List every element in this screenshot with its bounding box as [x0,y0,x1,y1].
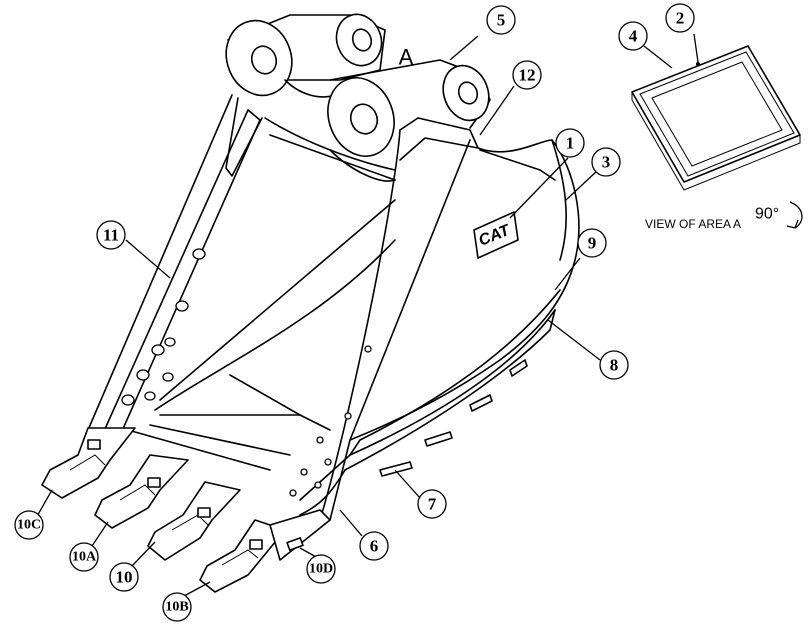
side-cutter-10d [269,509,331,561]
view-angle-label: 90° [755,206,779,223]
svg-text:10: 10 [116,568,133,587]
callout-8: 8 [599,350,629,380]
svg-text:10A: 10A [72,550,97,565]
svg-text:8: 8 [610,356,619,375]
svg-text:6: 6 [370,537,379,556]
callout-6: 6 [359,531,389,561]
tooth-10 [147,481,241,561]
callout-4: 4 [618,21,648,51]
callout-10a: 10A [69,542,99,572]
callout-10: 10 [109,562,139,592]
svg-text:4: 4 [629,27,638,46]
svg-text:7: 7 [428,495,437,514]
bucket-drawing: CAT [41,13,580,593]
callout-10c: 10C [14,510,44,540]
right-side-plate [319,129,401,521]
bucket-floor [127,429,271,471]
svg-text:10C: 10C [17,518,41,533]
callouts: 1 2 3 4 5 6 7 8 [14,3,695,622]
bucket-shell [349,139,580,441]
tooth-10a [94,454,189,529]
callout-10d: 10D [306,554,336,584]
leader-lines [35,33,699,597]
side-wear-strip [349,289,561,456]
inset-dot [696,62,700,66]
callout-11: 11 [96,220,126,250]
svg-text:9: 9 [588,234,597,253]
left-side-plate [87,94,249,441]
svg-text:3: 3 [602,153,611,172]
callout-5: 5 [486,5,516,35]
bucket-teeth [41,427,331,593]
rotate-arrow-icon [789,201,803,229]
svg-text:12: 12 [519,66,536,85]
callout-3: 3 [591,147,621,177]
svg-text:5: 5 [497,11,506,30]
svg-text:1: 1 [566,134,575,153]
pin-bosses [225,13,491,182]
callout-12: 12 [512,60,542,90]
svg-text:10D: 10D [309,562,333,577]
bucket-back-plate [264,117,396,171]
svg-text:2: 2 [676,9,685,28]
area-a-inset: VIEW OF AREA A 90° [631,45,803,231]
area-letter: A [399,45,414,70]
view-of-area-label: VIEW OF AREA A [645,217,741,231]
callout-7: 7 [417,489,447,519]
callout-10b: 10B [162,592,192,622]
callout-9: 9 [577,228,607,258]
callout-1: 1 [555,128,585,158]
callout-2: 2 [665,3,695,33]
svg-text:11: 11 [103,226,119,245]
tooth-10c [41,427,136,499]
cat-logo: CAT [473,211,519,259]
svg-text:10B: 10B [165,600,188,615]
